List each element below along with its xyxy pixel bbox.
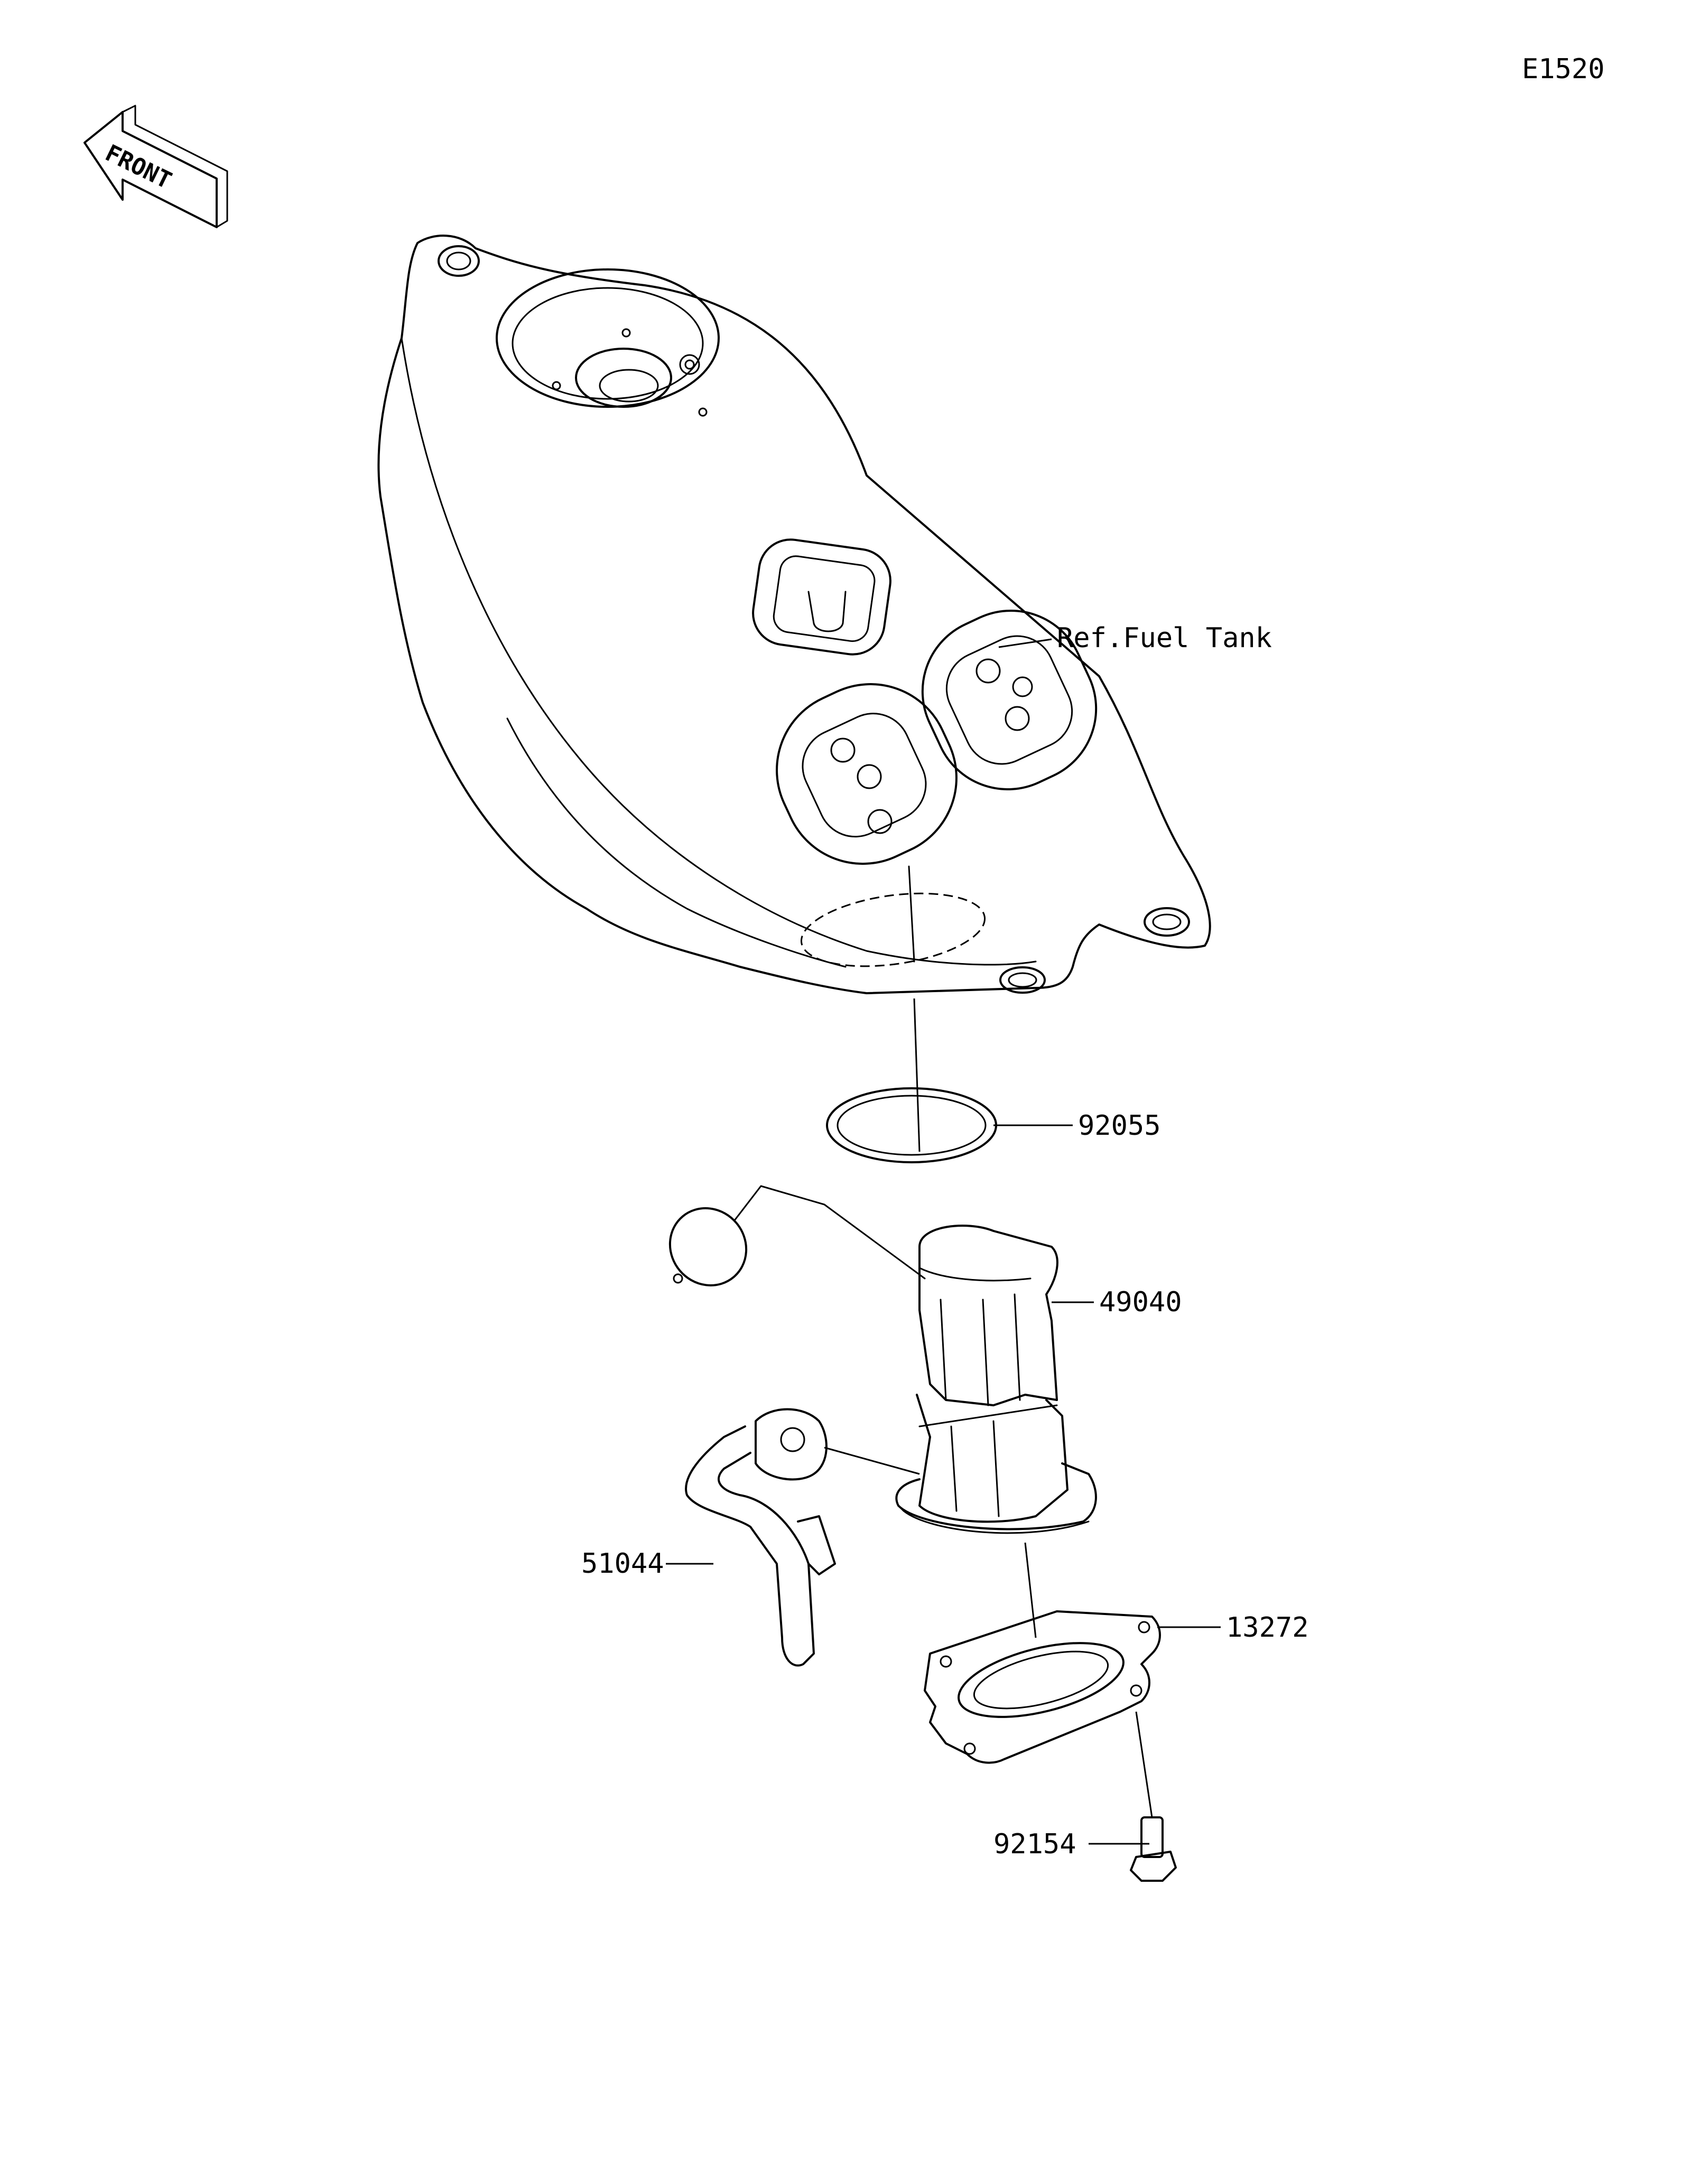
diagram-id: E1520 xyxy=(1522,53,1605,85)
fuel-tank xyxy=(377,235,1211,994)
part-49040-fuel-pump xyxy=(668,1185,1097,1534)
callout-leaders xyxy=(666,638,1221,1845)
callout-92055: 92055 xyxy=(1078,1110,1161,1142)
front-label: FRONT xyxy=(101,139,175,194)
callout-92154: 92154 xyxy=(993,1828,1076,1860)
callout-ref-fuel-tank: Ref.Fuel Tank xyxy=(1057,622,1272,654)
callout-13272: 13272 xyxy=(1226,1612,1309,1644)
callout-49040: 49040 xyxy=(1099,1286,1182,1318)
part-13272-gasket xyxy=(924,1542,1161,1764)
part-51044-hose xyxy=(685,1408,920,1667)
part-92055-gasket xyxy=(826,998,997,1163)
part-92154-bolt xyxy=(1130,1711,1177,1882)
front-arrow-icon: FRONT xyxy=(83,105,228,228)
callout-51044: 51044 xyxy=(581,1548,664,1580)
